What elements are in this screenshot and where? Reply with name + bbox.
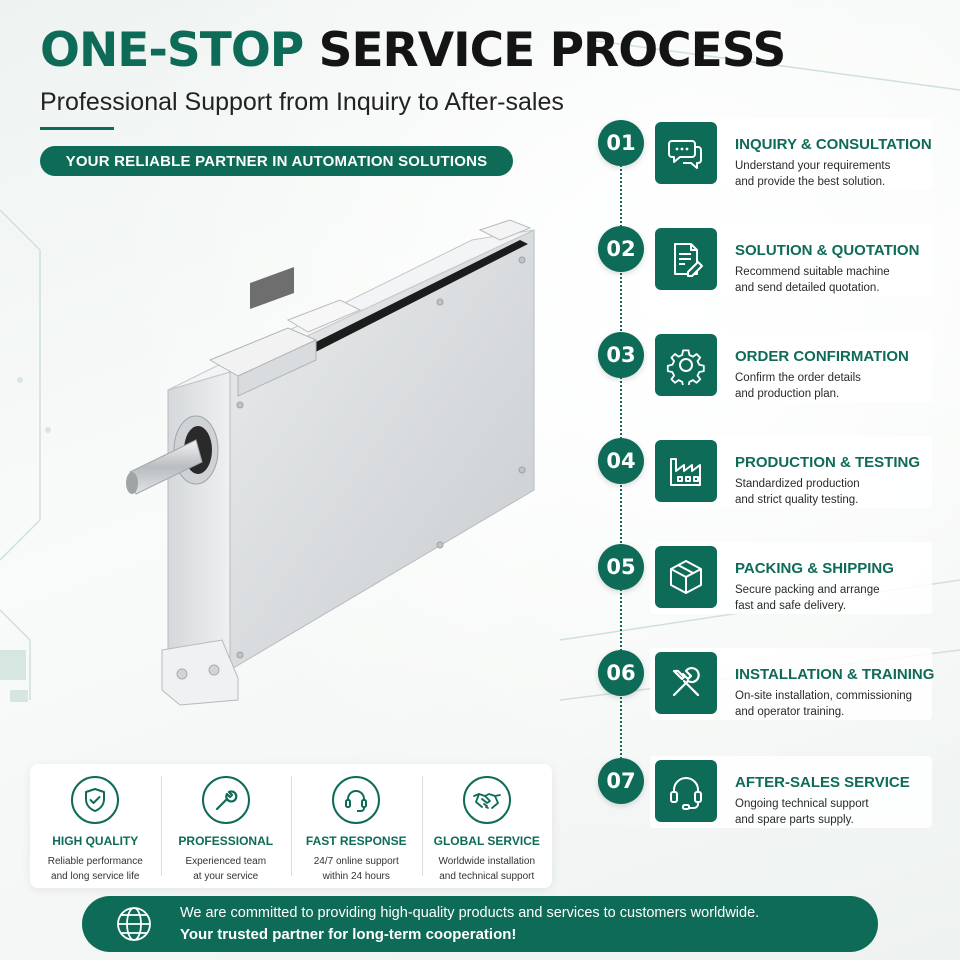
step-solution-quotation: 02 SOLUTION & QUOTATION Recommend suitab… — [598, 224, 938, 296]
feature-description-line: Reliable performance — [47, 856, 143, 867]
feature-title: FAST RESPONSE — [305, 834, 407, 848]
step-description-line: Ongoing technical support — [735, 798, 869, 810]
step-description-line: Understand your requirements — [735, 160, 891, 172]
step-description-line: and operator training. — [735, 706, 845, 718]
chat-bubbles-icon — [655, 122, 717, 184]
step-number: 02 — [598, 226, 644, 272]
globe-icon — [117, 907, 151, 941]
footer-commitment-text: We are committed to providing high-quali… — [180, 905, 760, 921]
handshake-icon — [462, 776, 511, 824]
step-number: 03 — [598, 332, 644, 378]
page-title-rest: SERVICE PROCESS — [318, 23, 787, 78]
feature-description: Reliable performance and long service li… — [48, 854, 143, 884]
step-description-line: and production plan. — [735, 388, 840, 400]
footer-banner: We are committed to providing high-quali… — [82, 896, 878, 952]
linear-actuator-image — [126, 219, 535, 706]
step-number: 06 — [598, 650, 644, 696]
feature-global-service: GLOBAL SERVICE Worldwide installation an… — [421, 764, 553, 888]
step-inquiry-consultation: 01 INQUIRY & CONSULTATION Understand you… — [598, 118, 938, 190]
feature-title: PROFESSIONAL — [178, 834, 274, 848]
gear-icon — [655, 334, 717, 396]
document-edit-icon — [655, 228, 717, 290]
step-installation-training: 06 INSTALLATION & TRAINING On-site insta… — [598, 648, 938, 720]
factory-icon — [655, 440, 717, 502]
step-number: 07 — [598, 758, 644, 804]
wrench-icon — [201, 776, 250, 824]
feature-high-quality: HIGH QUALITY Reliable performance and lo… — [30, 764, 161, 888]
step-description: Ongoing technical support and spare part… — [735, 796, 935, 828]
step-description-line: and strict quality testing. — [735, 494, 859, 506]
feature-description-line: within 24 hours — [322, 871, 390, 882]
step-title: INQUIRY & CONSULTATION — [735, 136, 932, 153]
step-order-confirmation: 03 ORDER CONFIRMATION Confirm the order … — [598, 330, 938, 402]
step-description-line: and provide the best solution. — [735, 176, 886, 188]
feature-description-line: at your service — [193, 871, 259, 882]
step-number: 01 — [598, 120, 644, 166]
step-production-testing: 04 PRODUCTION & TESTING Standardized pro… — [598, 436, 938, 508]
step-description-line: Confirm the order details — [735, 372, 861, 384]
tagline-banner: YOUR RELIABLE PARTNER IN AUTOMATION SOLU… — [40, 146, 513, 176]
feature-description: 24/7 online support within 24 hours — [314, 854, 399, 884]
step-description-line: Secure packing and arrange — [735, 584, 880, 596]
shield-check-icon — [71, 776, 120, 824]
step-after-sales-service: 07 AFTER-SALES SERVICE Ongoing technical… — [598, 756, 938, 828]
step-title: INSTALLATION & TRAINING — [735, 666, 935, 683]
feature-description-line: and long service life — [51, 871, 140, 882]
step-description-line: Recommend suitable machine — [735, 266, 890, 278]
feature-description: Worldwide installation and technical sup… — [438, 854, 535, 884]
step-description: On-site installation, commissioning and … — [735, 688, 935, 720]
step-description: Standardized production and strict quali… — [735, 476, 935, 508]
feature-description-line: Experienced team — [185, 856, 267, 867]
footer-slogan-text: Your trusted partner for long-term coope… — [180, 926, 517, 943]
title-underline — [40, 127, 114, 130]
headset-icon — [332, 776, 381, 824]
step-title: PRODUCTION & TESTING — [735, 454, 921, 471]
page-title-accent: ONE-STOP — [40, 23, 304, 78]
step-description: Recommend suitable machine and send deta… — [735, 264, 935, 296]
step-description-line: and spare parts supply. — [735, 814, 854, 826]
feature-description-line: 24/7 online support — [313, 856, 399, 867]
page-subtitle: Professional Support from Inquiry to Aft… — [40, 88, 564, 116]
feature-description-line: Worldwide installation — [438, 856, 536, 867]
step-description-line: Standardized production — [735, 478, 860, 490]
step-title: PACKING & SHIPPING — [735, 560, 894, 577]
step-title: SOLUTION & QUOTATION — [735, 242, 920, 259]
feature-professional: PROFESSIONAL Experienced team at your se… — [160, 764, 292, 888]
step-number: 05 — [598, 544, 644, 590]
step-title: ORDER CONFIRMATION — [735, 348, 909, 365]
feature-fast-response: FAST RESPONSE 24/7 online support within… — [291, 764, 422, 888]
step-number: 04 — [598, 438, 644, 484]
package-box-icon — [655, 546, 717, 608]
step-packing-shipping: 05 PACKING & SHIPPING Secure packing and… — [598, 542, 938, 614]
step-title: AFTER-SALES SERVICE — [735, 774, 910, 791]
page-title: ONE-STOP SERVICE PROCESS — [40, 22, 787, 80]
step-description-line: and send detailed quotation. — [735, 282, 880, 294]
features-panel: HIGH QUALITY Reliable performance and lo… — [30, 764, 552, 888]
feature-title: GLOBAL SERVICE — [433, 834, 540, 848]
feature-description-line: and technical support — [439, 871, 535, 882]
tools-icon — [655, 652, 717, 714]
step-description-line: fast and safe delivery. — [735, 600, 847, 612]
feature-title: HIGH QUALITY — [52, 834, 139, 848]
step-description: Secure packing and arrange fast and safe… — [735, 582, 935, 614]
service-steps: 01 INQUIRY & CONSULTATION Understand you… — [598, 118, 938, 838]
step-description: Confirm the order details and production… — [735, 370, 935, 402]
step-description-line: On-site installation, commissioning — [735, 690, 913, 702]
step-description: Understand your requirements and provide… — [735, 158, 935, 190]
feature-description: Experienced team at your service — [185, 854, 266, 884]
headset-icon — [655, 760, 717, 822]
